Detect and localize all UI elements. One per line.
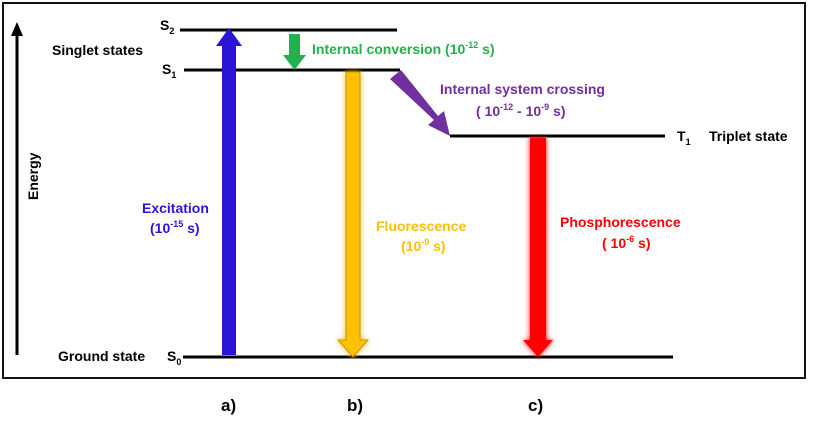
fluorescence-name: Fluorescence (376, 218, 466, 234)
panel-label-b: b) (347, 396, 364, 415)
level-s0-label: S0 (167, 348, 181, 367)
internal-conversion-arrow (283, 34, 306, 70)
panel-label-c: c) (528, 396, 544, 415)
excitation-time: (10-15 s) (150, 219, 200, 236)
level-s2-label: S2 (160, 17, 174, 36)
triplet-state-label: Triplet state (709, 128, 788, 144)
energy-axis-arrowhead (11, 22, 23, 36)
phosphorescence-name: Phosphorescence (560, 214, 681, 230)
diagram-frame (2, 2, 806, 379)
fluorescence-time: (10-9 s) (401, 237, 446, 254)
level-s1-label: S1 (162, 61, 176, 80)
internal-conversion-label: Internal conversion (10-12 s) (312, 40, 495, 57)
singlet-states-label: Singlet states (52, 42, 143, 58)
energy-label: Energy (25, 152, 41, 200)
level-t1-label: T1 (677, 128, 691, 147)
intersystem-crossing-arrow (390, 70, 450, 136)
intersystem-crossing-time: ( 10-12 - 10-9 s) (476, 102, 566, 119)
ground-state-label: Ground state (58, 348, 145, 364)
intersystem-crossing-name: Internal system crossing (440, 81, 605, 97)
excitation-name: Excitation (142, 200, 209, 216)
phosphorescence-time: ( 10-6 s) (602, 234, 650, 251)
fluorescence-arrow (337, 71, 369, 358)
phosphorescence-arrow (523, 138, 553, 357)
panel-label-a: a) (221, 396, 237, 415)
excitation-arrow (216, 28, 242, 355)
